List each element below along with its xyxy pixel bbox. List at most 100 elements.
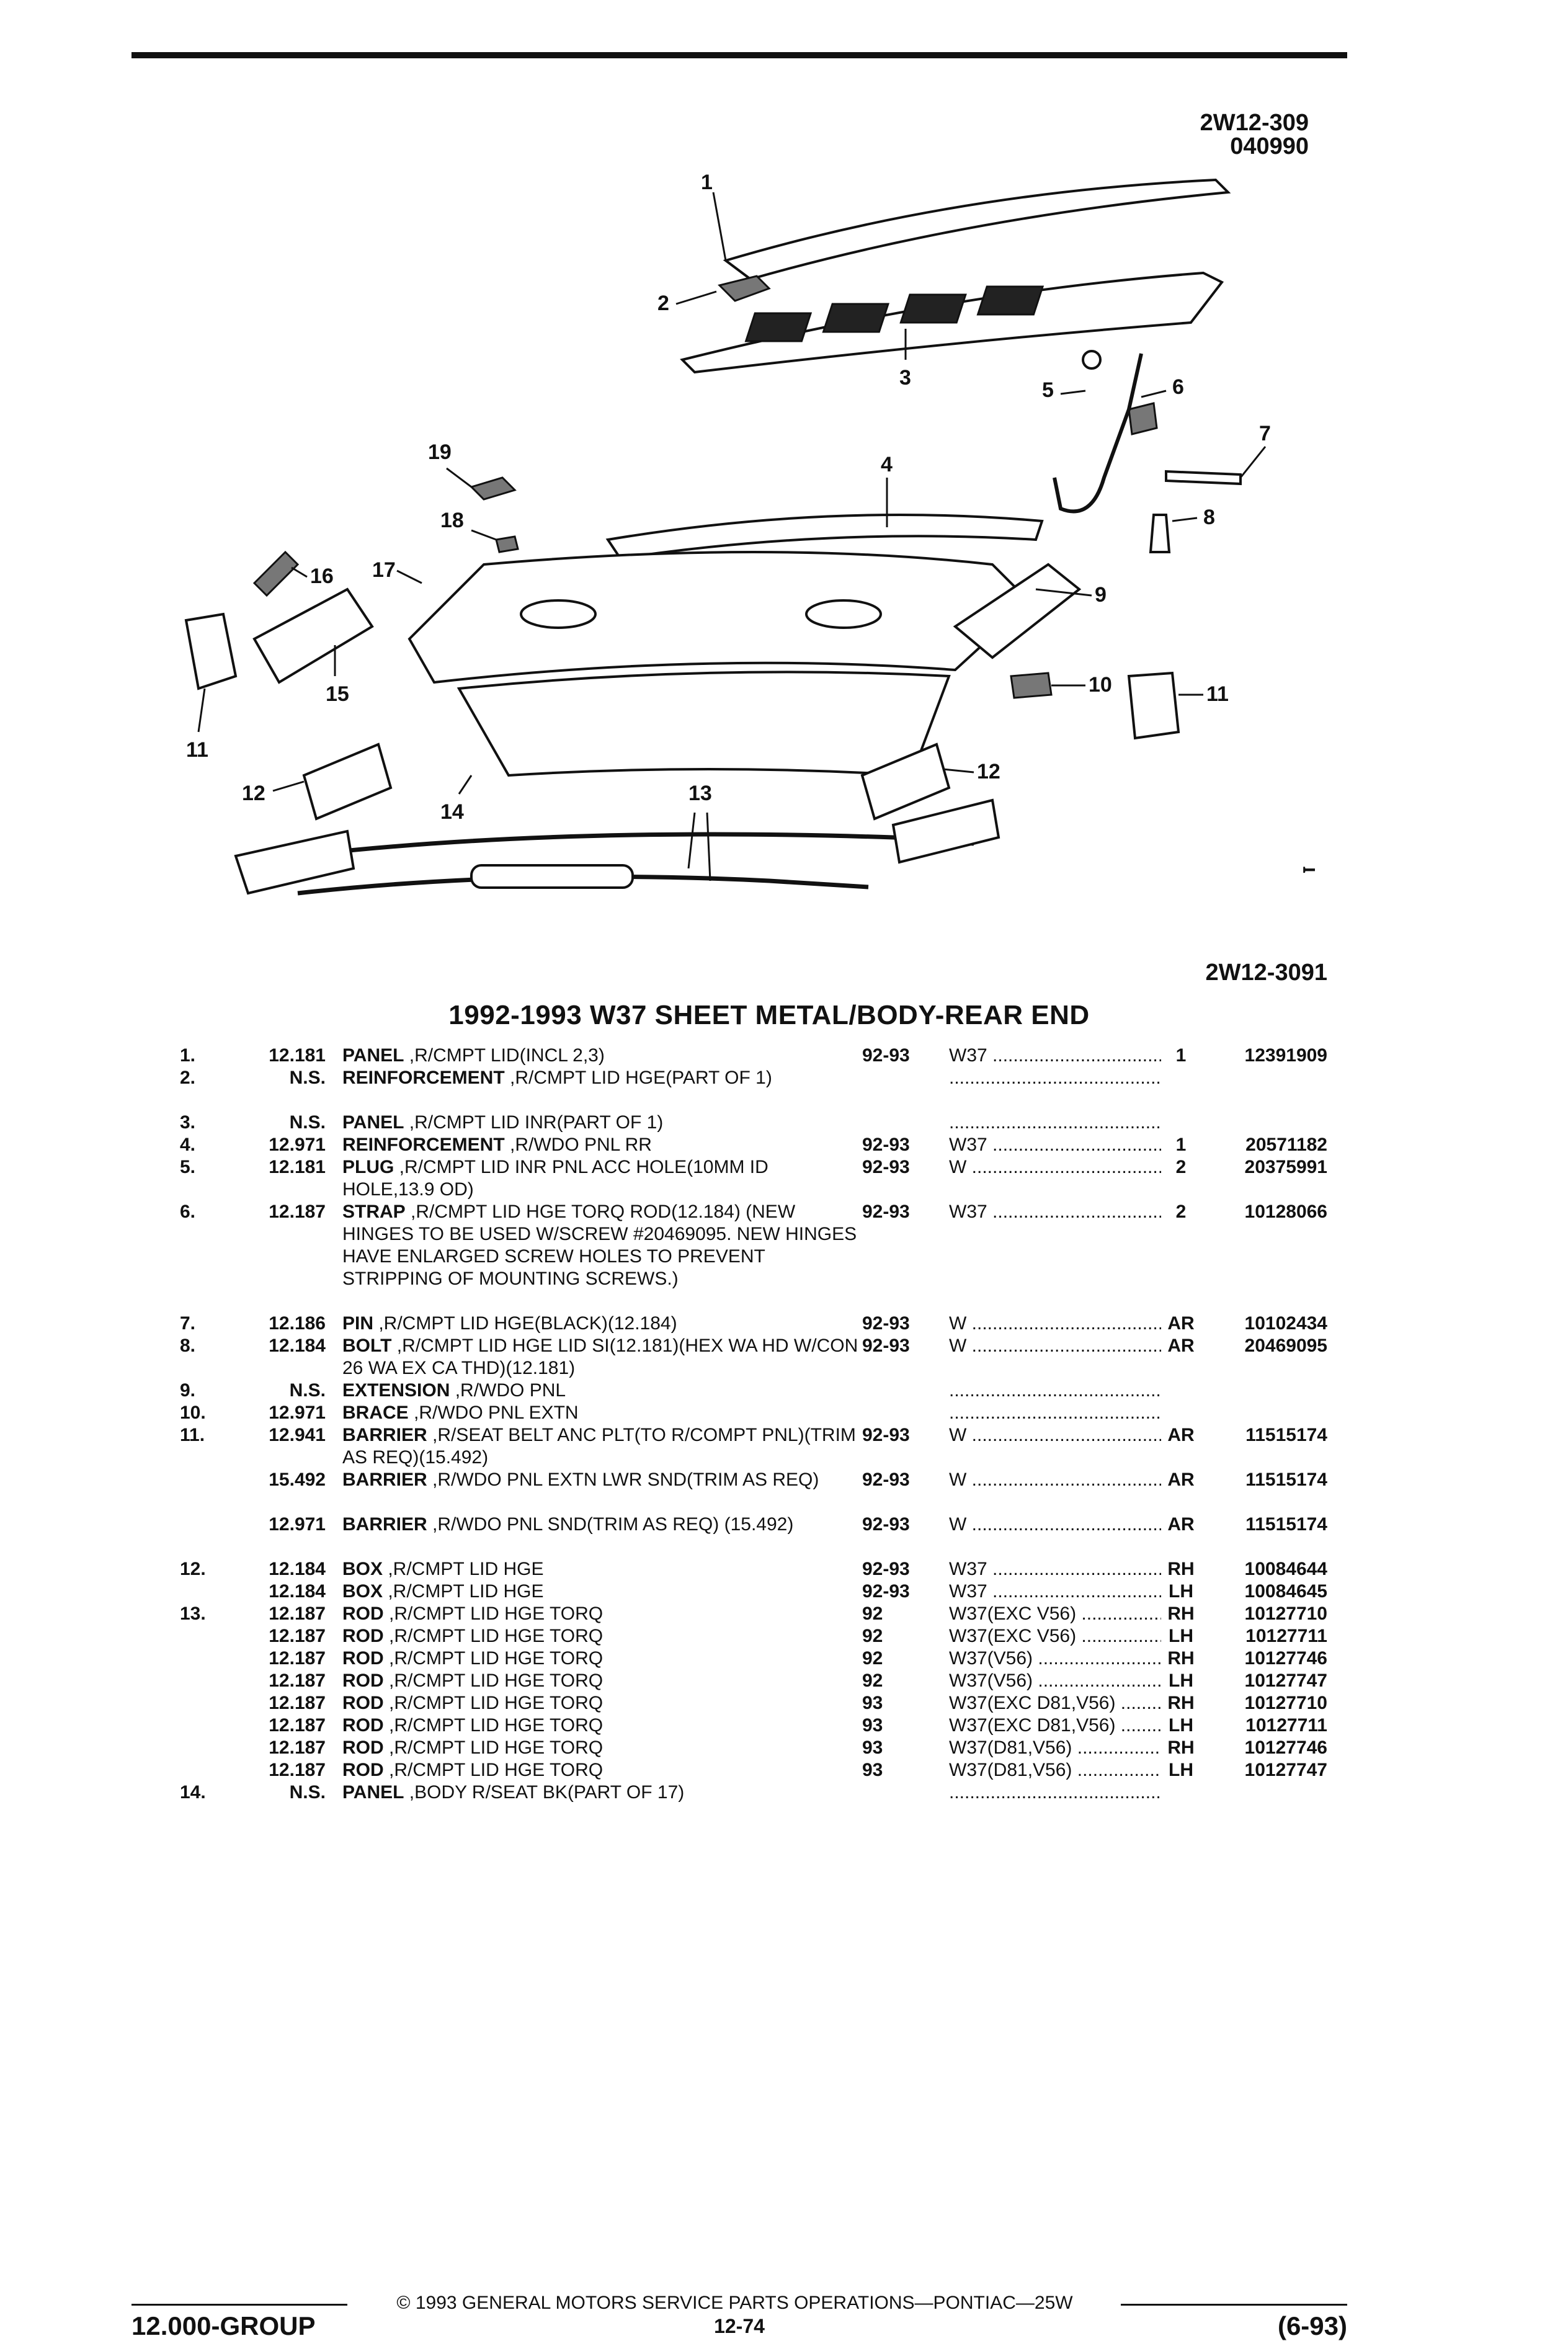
part-description: BOX ,R/CMPT LID HGE: [342, 1558, 863, 1581]
part-description: STRAP ,R/CMPT LID HGE TORQ ROD(12.184) (…: [342, 1201, 863, 1290]
part-description: ROD ,R/CMPT LID HGE TORQ: [342, 1625, 863, 1648]
callout-10: 10: [1089, 673, 1112, 697]
part-13-hinge-left: [234, 829, 355, 895]
part-keyword: ROD: [342, 1715, 384, 1736]
item-number: 5.: [180, 1157, 196, 1177]
quantity: LH: [1169, 1581, 1193, 1602]
group-number: N.S.: [289, 1112, 326, 1133]
item-number: 10.: [180, 1402, 206, 1423]
part-11-barrier-left: [184, 612, 238, 690]
callout-5: 5: [1042, 378, 1054, 402]
part-detail: ,R/CMPT LID INR(PART OF 1): [404, 1112, 664, 1133]
group-number: 12.181: [269, 1157, 326, 1177]
quantity: AR: [1167, 1313, 1195, 1334]
callout-4: 4: [881, 453, 893, 476]
quantity: RH: [1167, 1737, 1195, 1758]
part-detail: ,R/WDO PNL SND(TRIM AS REQ) (15.492): [427, 1514, 794, 1535]
quantity: 1: [1175, 1045, 1187, 1066]
quantity: LH: [1169, 1715, 1193, 1736]
series-code: [949, 1067, 1161, 1089]
part-keyword: PANEL: [342, 1782, 404, 1803]
part-description: ROD ,R/CMPT LID HGE TORQ: [342, 1737, 863, 1759]
model-years: 93: [862, 1760, 883, 1780]
part-detail: ,R/CMPT LID(INCL 2,3): [404, 1045, 605, 1066]
item-number: 7.: [180, 1313, 196, 1334]
part-5-plug: [1082, 350, 1102, 370]
part-number: 10127711: [1245, 1715, 1327, 1736]
part-number: 11515174: [1245, 1425, 1327, 1445]
callout-18: 18: [440, 509, 464, 532]
part-3-window-1: [744, 312, 813, 342]
part-keyword: BOLT: [342, 1335, 392, 1356]
table-row: 3.N.S.PANEL ,R/CMPT LID INR(PART OF 1): [180, 1112, 1358, 1134]
series-code: W: [949, 1514, 1161, 1536]
group-number: 12.971: [269, 1135, 326, 1155]
model-years: 93: [862, 1737, 883, 1758]
part-detail: ,R/WDO PNL: [450, 1380, 566, 1401]
quantity: LH: [1169, 1626, 1193, 1646]
callout-12-right: 12: [977, 760, 1000, 783]
group-number: 12.971: [269, 1514, 326, 1535]
part-number: 11515174: [1245, 1469, 1327, 1490]
part-17-shelf: [408, 551, 1031, 684]
part-12-hinge-box-right: [860, 742, 951, 821]
series-code: W37(V56): [949, 1648, 1161, 1670]
part-description: PANEL ,R/CMPT LID INR(PART OF 1): [342, 1112, 863, 1134]
part-3-window-4: [976, 285, 1045, 316]
callout-2: 2: [657, 292, 669, 315]
quantity: RH: [1167, 1648, 1195, 1669]
model-years: 92-93: [862, 1469, 910, 1490]
part-detail: ,R/CMPT LID HGE TORQ ROD(12.184) (NEW HI…: [342, 1202, 857, 1289]
part-11-barrier-right: [1127, 671, 1180, 740]
series-code: W37(EXC D81,V56): [949, 1715, 1161, 1737]
section-title: 1992-1993 W37 SHEET METAL/BODY-REAR END: [448, 1000, 1090, 1030]
callout-13: 13: [688, 782, 712, 805]
quantity: RH: [1167, 1693, 1195, 1713]
part-6-rod: [1053, 353, 1143, 514]
part-10-brace: [1010, 672, 1053, 699]
part-keyword: BOX: [342, 1581, 383, 1602]
model-years: 92-93: [862, 1425, 910, 1445]
part-detail: ,R/CMPT LID HGE TORQ: [383, 1715, 604, 1736]
part-keyword: ROD: [342, 1760, 384, 1780]
part-description: REINFORCEMENT ,R/WDO PNL RR: [342, 1134, 863, 1156]
series-code: W37(EXC D81,V56): [949, 1692, 1161, 1715]
group-number: 12.184: [269, 1559, 326, 1579]
part-keyword: BARRIER: [342, 1469, 427, 1490]
part-description: BOX ,R/CMPT LID HGE: [342, 1581, 863, 1603]
group-number: N.S.: [289, 1380, 326, 1401]
callout-11-right: 11: [1206, 682, 1229, 706]
group-number: 12.187: [269, 1693, 326, 1713]
part-detail: ,R/CMPT LID HGE(PART OF 1): [504, 1068, 772, 1088]
group-number: 12.187: [269, 1715, 326, 1736]
model-years: 92: [862, 1648, 883, 1669]
part-13-torque-rod-upper: [247, 832, 974, 865]
callout-12: 12: [242, 782, 265, 805]
part-description: BRACE ,R/WDO PNL EXTN: [342, 1402, 863, 1424]
callout-14: 14: [440, 800, 464, 824]
part-number: 10127711: [1245, 1626, 1327, 1646]
model-years: 93: [862, 1715, 883, 1736]
part-number: 10102434: [1244, 1313, 1327, 1334]
part-keyword: ROD: [342, 1626, 384, 1646]
part-detail: ,R/CMPT LID HGE TORQ: [383, 1626, 604, 1646]
table-row: 2.N.S.REINFORCEMENT ,R/CMPT LID HGE(PART…: [180, 1067, 1358, 1112]
top-rule: [131, 52, 1347, 58]
part-description: ROD ,R/CMPT LID HGE TORQ: [342, 1603, 863, 1625]
speaker-right: [805, 599, 882, 629]
group-number: 12.187: [269, 1670, 326, 1691]
figure-code-top: 2W12-309: [1200, 110, 1309, 136]
part-keyword: REINFORCEMENT: [342, 1135, 505, 1155]
part-keyword: ROD: [342, 1670, 384, 1691]
part-1-lid-panel: [723, 178, 1231, 281]
series-code: [949, 1402, 1161, 1424]
quantity: 2: [1175, 1157, 1187, 1177]
